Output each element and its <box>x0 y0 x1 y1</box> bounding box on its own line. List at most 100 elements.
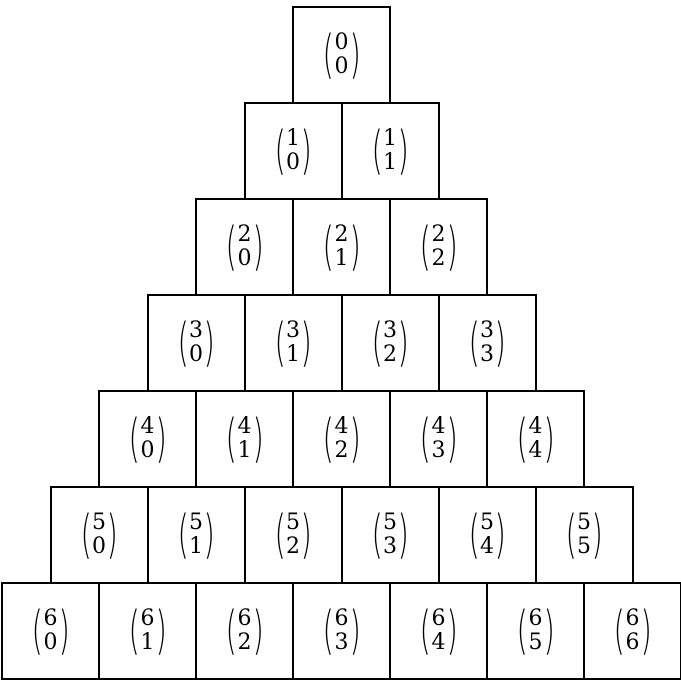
left-paren: ( <box>225 409 237 469</box>
right-paren: ) <box>591 505 603 565</box>
binomial-n: 5 <box>189 510 203 535</box>
binomial-k: 0 <box>286 150 300 175</box>
binomial-k: 6 <box>625 630 640 655</box>
binomial-n: 4 <box>431 414 446 439</box>
binomial-k: 1 <box>189 534 203 559</box>
binomial-n: 2 <box>431 222 446 247</box>
binomial-k: 2 <box>334 438 349 463</box>
binomial-k: 0 <box>334 54 349 79</box>
left-paren: ( <box>322 25 334 85</box>
binomial-n: 5 <box>480 510 494 535</box>
right-paren: ) <box>300 121 312 181</box>
binomial-n: 6 <box>237 606 252 631</box>
binomial-k: 3 <box>480 342 494 367</box>
binomial-k: 2 <box>383 342 397 367</box>
binomial-k: 0 <box>237 246 252 271</box>
binomial-n: 1 <box>286 126 300 151</box>
binomial-n: 4 <box>334 414 349 439</box>
binomial-n: 4 <box>237 414 252 439</box>
left-paren: ( <box>225 601 237 661</box>
binomial-n: 4 <box>528 414 543 439</box>
right-paren: ) <box>349 601 361 661</box>
binomial-n: 4 <box>140 414 155 439</box>
left-paren: ( <box>371 121 383 181</box>
binomial-n: 5 <box>577 510 591 535</box>
binomial-k: 1 <box>237 438 252 463</box>
binomial-n: 1 <box>383 126 397 151</box>
right-paren: ) <box>397 505 409 565</box>
left-paren: ( <box>80 505 92 565</box>
left-paren: ( <box>419 217 431 277</box>
binomial-k: 1 <box>140 630 155 655</box>
right-paren: ) <box>640 601 652 661</box>
binomial-k: 3 <box>431 438 446 463</box>
binomial-n: 5 <box>286 510 300 535</box>
right-paren: ) <box>252 409 264 469</box>
binomial-k: 1 <box>286 342 300 367</box>
left-paren: ( <box>31 601 43 661</box>
binomial-k: 3 <box>383 534 397 559</box>
right-paren: ) <box>155 601 167 661</box>
left-paren: ( <box>225 217 237 277</box>
binomial-n: 5 <box>92 510 106 535</box>
right-paren: ) <box>349 25 361 85</box>
left-paren: ( <box>516 409 528 469</box>
binomial-n: 3 <box>286 318 300 343</box>
binomial-k: 5 <box>528 630 543 655</box>
binomial-n: 6 <box>528 606 543 631</box>
binomial-k: 4 <box>480 534 494 559</box>
binomial-n: 3 <box>383 318 397 343</box>
right-paren: ) <box>58 601 70 661</box>
binomial-n: 5 <box>383 510 397 535</box>
binomial-k: 0 <box>189 342 203 367</box>
left-paren: ( <box>371 505 383 565</box>
